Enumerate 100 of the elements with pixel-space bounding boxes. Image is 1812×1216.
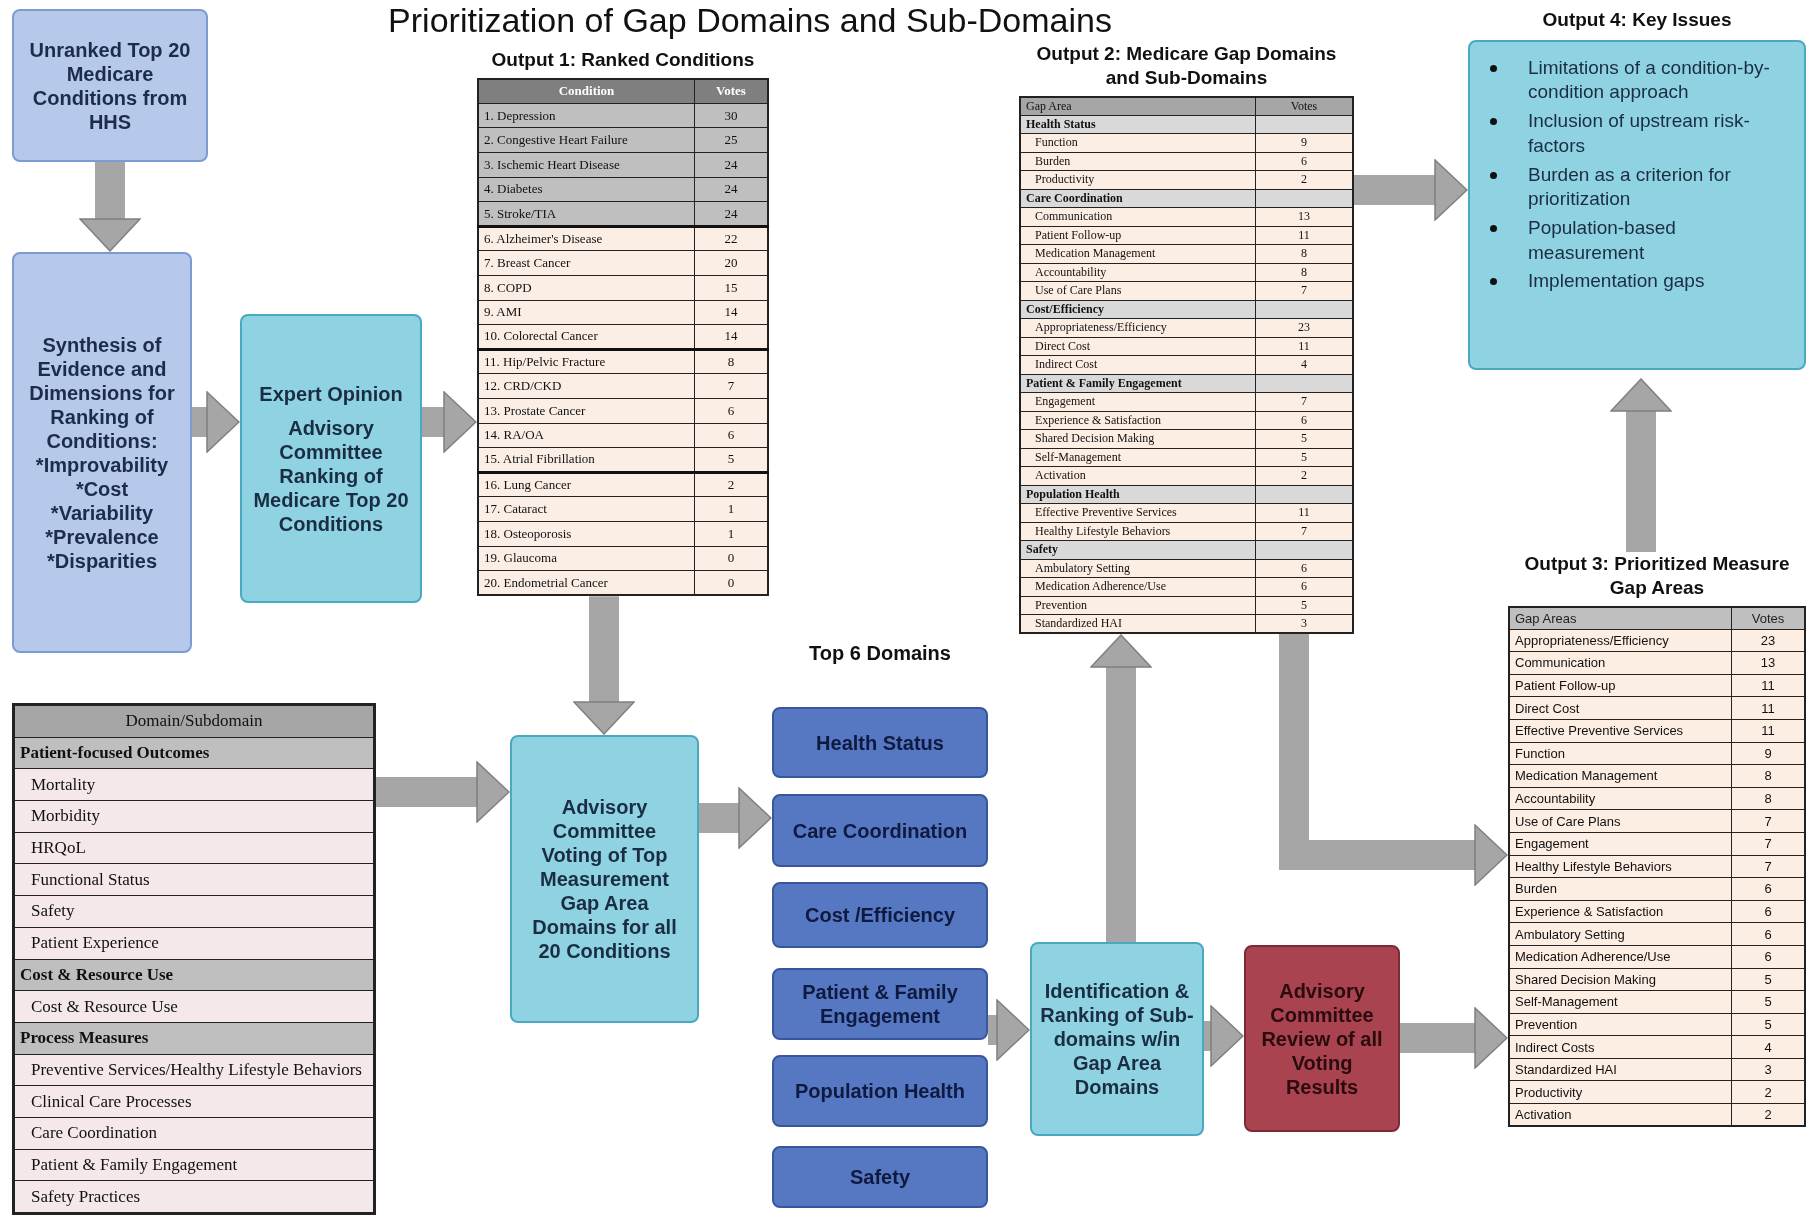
group-cell: Process Measures	[14, 1022, 374, 1055]
table-heading: Output 2: Medicare Gap Domains and Sub-Domains	[1035, 42, 1338, 90]
diagram-title: Prioritization of Gap Domains and Sub-Domains	[387, 0, 1113, 40]
name-cell: Medication Management	[1509, 764, 1732, 788]
box-text: Advisory Committee Review of all Voting Results	[1260, 978, 1384, 1099]
name-cell: 10. Colorectal Cancer	[478, 324, 695, 350]
box-text: Unranked Top 20 Medicare Conditions from HHS	[28, 37, 192, 134]
header-cell: Domain/Subdomain	[14, 705, 374, 738]
box-text: Advisory Committee Ranking of Medicare Top 20 Conditions	[252, 415, 410, 536]
name-cell: 3. Ischemic Heart Disease	[478, 152, 695, 178]
box-text: Safety	[850, 1165, 910, 1189]
name-cell: Patient Follow-up	[1509, 674, 1732, 697]
block-arrow	[79, 162, 141, 252]
name-cell: 9. AMI	[478, 300, 695, 325]
key-issue-text: Implementation gaps	[1484, 269, 1792, 294]
name-cell: 8. COPD	[478, 275, 695, 301]
name-cell: Shared Decision Making	[1509, 968, 1732, 991]
name-cell: 7. Breast Cancer	[478, 250, 695, 276]
key-issue-text: Population-based measurement	[1484, 215, 1792, 266]
block-arrow	[192, 391, 240, 453]
block-arrow	[1204, 1005, 1244, 1067]
block-arrow	[1610, 378, 1672, 552]
name-cell: Self-Management	[1509, 990, 1732, 1014]
name-cell: Standardized HAI	[1509, 1058, 1732, 1081]
name-cell: 1. Depression	[478, 103, 695, 128]
key-issue-text: Limitations of a condition-by-condition approach	[1484, 55, 1792, 106]
name-cell: Appropriateness/Efficiency	[1509, 629, 1732, 652]
name-cell: 2. Congestive Heart Failure	[478, 127, 695, 153]
name-cell: Effective Preventive Services	[1509, 719, 1732, 743]
block-arrow	[376, 761, 510, 823]
block-arrow	[988, 999, 1030, 1061]
name-cell: Functional Status	[14, 863, 374, 896]
box-text: Cost /Efficiency	[804, 903, 955, 927]
name-cell: HRQoL	[14, 832, 374, 864]
name-cell: Direct Cost	[1509, 696, 1732, 720]
block-arrow	[422, 391, 477, 453]
header-cell: Votes	[1255, 96, 1353, 115]
name-cell: Medication Adherence/Use	[1509, 945, 1732, 968]
name-cell: Safety	[14, 895, 374, 928]
block-arrow	[699, 787, 772, 849]
name-cell: Patient & Family Engagement	[14, 1149, 374, 1181]
group-cell: Patient-focused Outcomes	[14, 737, 374, 769]
domain-box	[772, 882, 988, 948]
name-cell: 15. Atrial Fibrillation	[478, 447, 695, 473]
name-cell: Engagement	[1509, 832, 1732, 856]
name-cell: Indirect Costs	[1509, 1035, 1732, 1059]
process-box	[240, 314, 422, 603]
block-arrow	[1400, 1007, 1508, 1069]
box-text: Care Coordination	[792, 818, 968, 843]
block-arrow	[573, 596, 635, 735]
name-cell: 14. RA/OA	[478, 423, 695, 448]
header-cell: Gap Areas	[1509, 606, 1732, 630]
header-cell: Condition	[478, 78, 695, 104]
table-heading: Output 3: Prioritized Measure Gap Areas	[1523, 552, 1791, 600]
name-cell: Burden	[1509, 877, 1732, 901]
process-box	[12, 252, 192, 653]
name-cell: 11. Hip/Pelvic Fracture	[478, 349, 695, 374]
box-text: Advisory Committee Voting of Top Measurement Gap Area Domains for all 20 Conditions	[531, 795, 678, 963]
name-cell: 19. Glaucoma	[478, 546, 695, 571]
column-heading: Top 6 Domains	[808, 642, 952, 665]
name-cell: Function	[1509, 742, 1732, 765]
box-text: Population Health	[795, 1079, 965, 1103]
name-cell: Productivity	[1509, 1080, 1732, 1104]
name-cell: 18. Osteoporosis	[478, 521, 695, 547]
domain-box	[772, 1146, 988, 1208]
name-cell: Activation	[1509, 1103, 1732, 1127]
name-cell: Experience & Satisfaction	[1509, 900, 1732, 923]
block-arrow	[1279, 634, 1508, 886]
header-cell: Votes	[694, 78, 768, 104]
header-cell: Votes	[1731, 606, 1805, 630]
box-text: Expert Opinion	[259, 381, 403, 406]
review-box	[1244, 945, 1400, 1132]
box-text: Synthesis of Evidence and Dimensions for Ranking of Conditions: *Improvability *Cost *Variability *Prevalence *Disparities	[28, 332, 176, 573]
group-cell: Cost & Resource Use	[14, 959, 374, 991]
name-cell: Preventive Services/Healthy Lifestyle Behaviors	[14, 1054, 374, 1086]
process-box	[12, 9, 208, 162]
name-cell: Ambulatory Setting	[1509, 922, 1732, 946]
name-cell: 13. Prostate Cancer	[478, 398, 695, 424]
key-issue-text: Inclusion of upstream risk-factors	[1484, 109, 1792, 159]
domain-box	[772, 1055, 988, 1127]
box-text: Patient & Family Engagement	[801, 980, 959, 1028]
name-cell: Morbidity	[14, 800, 374, 833]
block-arrow	[1090, 634, 1152, 942]
domain-box	[772, 968, 988, 1040]
name-cell: 12. CRD/CKD	[478, 373, 695, 399]
name-cell: Clinical Care Processes	[14, 1085, 374, 1118]
name-cell: 16. Lung Cancer	[478, 472, 695, 497]
name-cell: 6. Alzheimer's Disease	[478, 226, 695, 251]
name-cell: Patient Experience	[14, 927, 374, 959]
name-cell: Communication	[1509, 651, 1732, 675]
name-cell: Safety Practices	[14, 1180, 374, 1213]
name-cell: Healthy Lifestyle Behaviors	[1509, 855, 1732, 878]
domain-box	[772, 794, 988, 867]
name-cell: Prevention	[1509, 1013, 1732, 1036]
box-text: Health Status	[816, 730, 944, 755]
table-heading: Output 1: Ranked Conditions	[490, 48, 756, 72]
panel-heading: Output 4: Key Issues	[1541, 8, 1733, 32]
key-issue-text: Burden as a criterion for prioritization	[1484, 162, 1792, 212]
box-text: Identification & Ranking of Sub-domains w/in Gap Area Domains	[1040, 979, 1194, 1099]
name-cell: 20. Endometrial Cancer	[478, 570, 695, 596]
